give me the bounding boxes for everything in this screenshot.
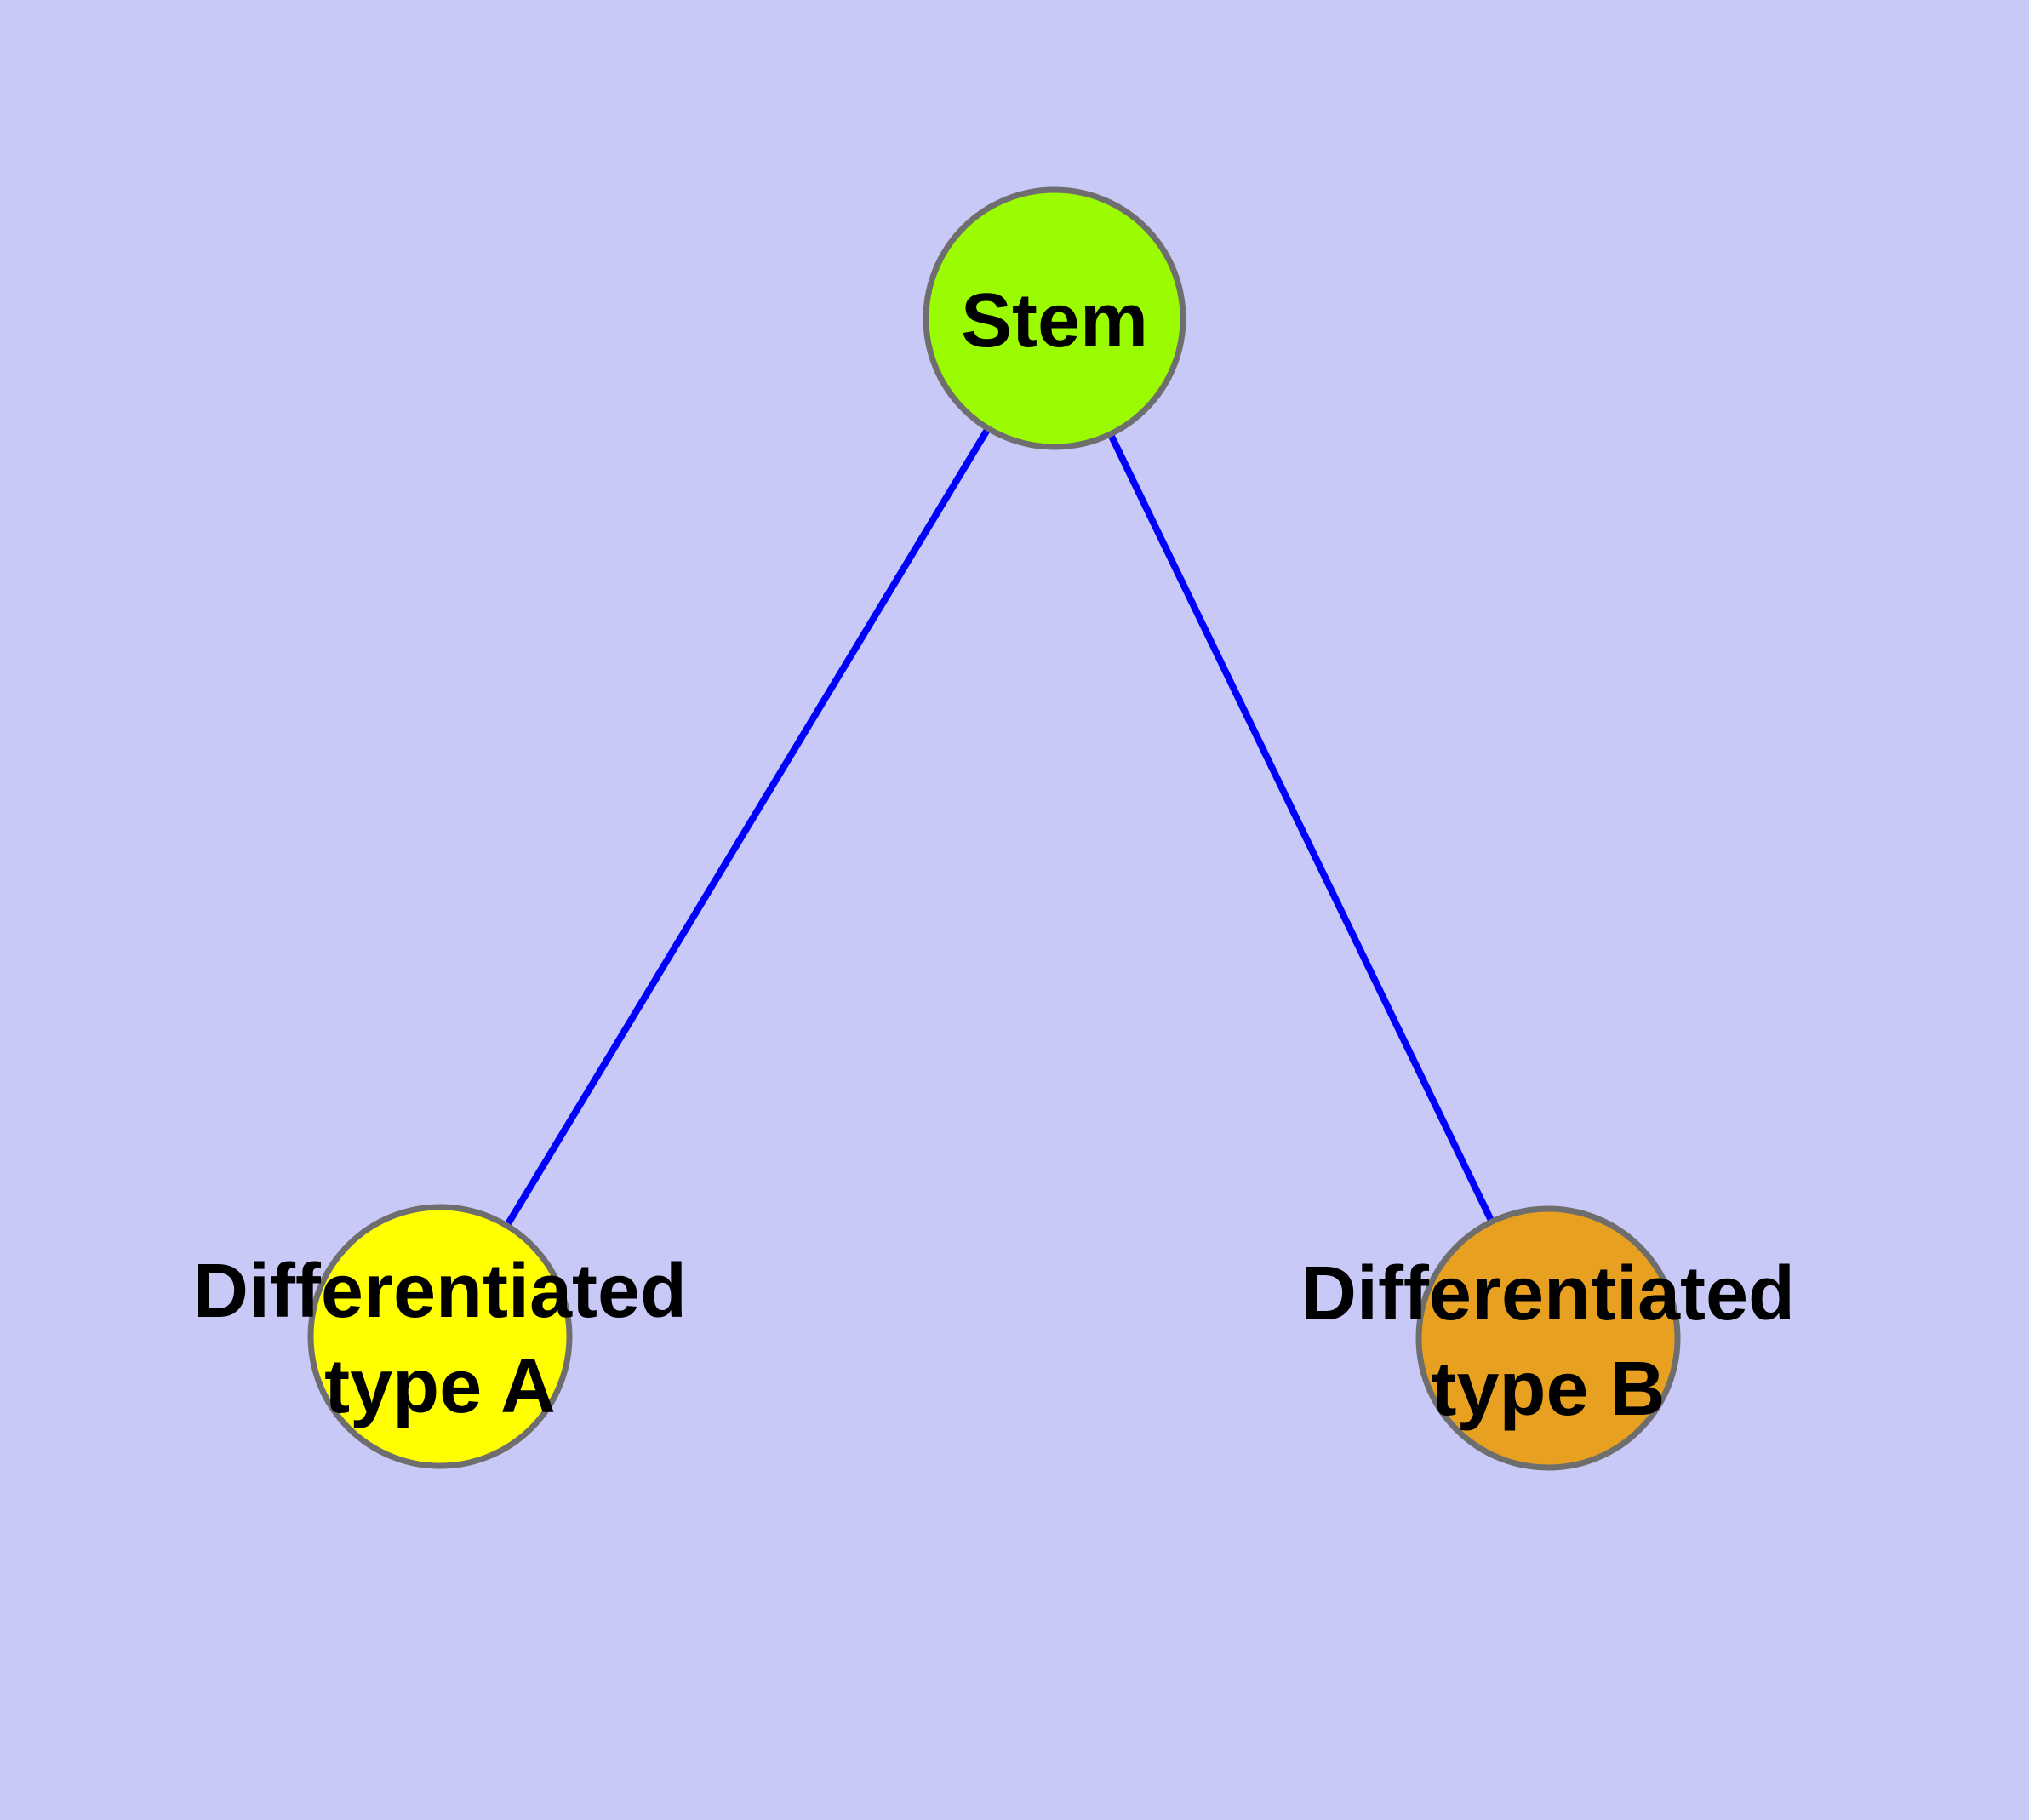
node-type-a-label-line2: type A (324, 1344, 556, 1429)
edge-stem-to-type-b (1051, 317, 1552, 1340)
node-type-b-label-line2: type B (1431, 1347, 1665, 1432)
node-stem-label: Stem (961, 278, 1148, 363)
edge-stem-to-type-a (437, 316, 1058, 1339)
node-stem (923, 186, 1186, 450)
node-type-b-label-line1: Differentiated (1301, 1251, 1795, 1336)
node-differentiated-type-b (1415, 1205, 1681, 1471)
node-differentiated-type-a (307, 1204, 573, 1469)
node-type-a-label-line1: Differentiated (193, 1249, 687, 1334)
